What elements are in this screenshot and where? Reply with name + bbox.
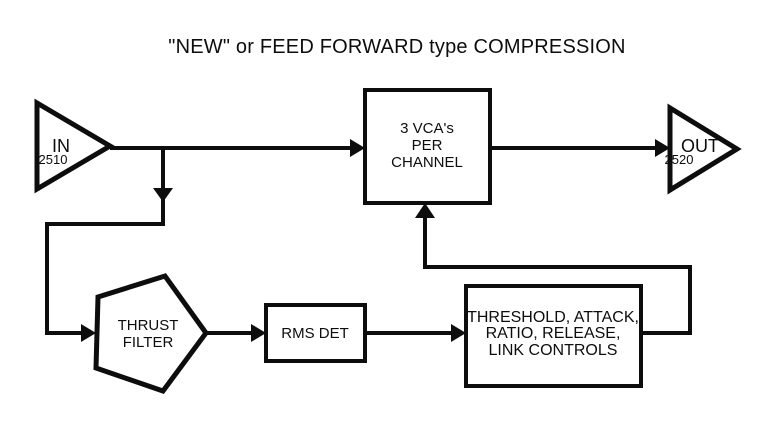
arrow-into-out-icon xyxy=(655,139,670,157)
controls-label-line2: RATIO, RELEASE, xyxy=(486,325,621,342)
out-amplifier-triangle-icon xyxy=(667,103,742,195)
rms-det-box xyxy=(264,303,367,363)
controls-label-line1: THRESHOLD, ATTACK, xyxy=(467,309,639,326)
controls-block: THRESHOLD, ATTACK, RATIO, RELEASE, LINK … xyxy=(464,284,643,388)
thrust-filter-label-line2: FILTER xyxy=(123,334,174,351)
vca-box xyxy=(363,88,492,205)
in-amplifier-label: IN xyxy=(52,136,70,156)
rms-det-label: RMS DET xyxy=(281,325,349,342)
arrow-into-controls-icon xyxy=(451,324,466,342)
thrust-filter-pentagon-icon xyxy=(93,273,210,394)
diagram-title: "NEW" or FEED FORWARD type COMPRESSION xyxy=(168,36,625,58)
in-amplifier: IN 2510 xyxy=(34,98,115,194)
controls-box xyxy=(464,284,643,388)
arrow-into-rms-det-icon xyxy=(251,324,266,342)
out-amplifier-label: OUT xyxy=(681,136,719,156)
vca-label-line2: PER xyxy=(412,137,443,154)
controls-label-line3: LINK CONTROLS xyxy=(489,342,618,359)
thrust-filter-block: THRUST FILTER xyxy=(93,273,210,394)
out-amplifier-part-number: 2520 xyxy=(665,152,694,167)
arrow-into-thrust-filter-icon xyxy=(81,324,96,342)
out-amplifier: OUT 2520 xyxy=(665,103,742,195)
wire-controls-to-vca xyxy=(423,216,692,335)
in-amplifier-triangle-icon xyxy=(34,98,115,194)
thrust-filter-label-line1: THRUST xyxy=(118,317,179,334)
vca-label-line1: 3 VCA's xyxy=(400,120,454,137)
arrow-into-vca-bottom-icon xyxy=(415,203,435,218)
arrow-into-vca-icon xyxy=(350,139,365,157)
rms-det-block: RMS DET xyxy=(264,303,367,363)
vca-block: 3 VCA's PER CHANNEL xyxy=(363,88,492,205)
arrow-branch-down-icon xyxy=(153,188,173,202)
vca-label-line3: CHANNEL xyxy=(391,154,463,171)
in-amplifier-part-number: 2510 xyxy=(39,152,68,167)
